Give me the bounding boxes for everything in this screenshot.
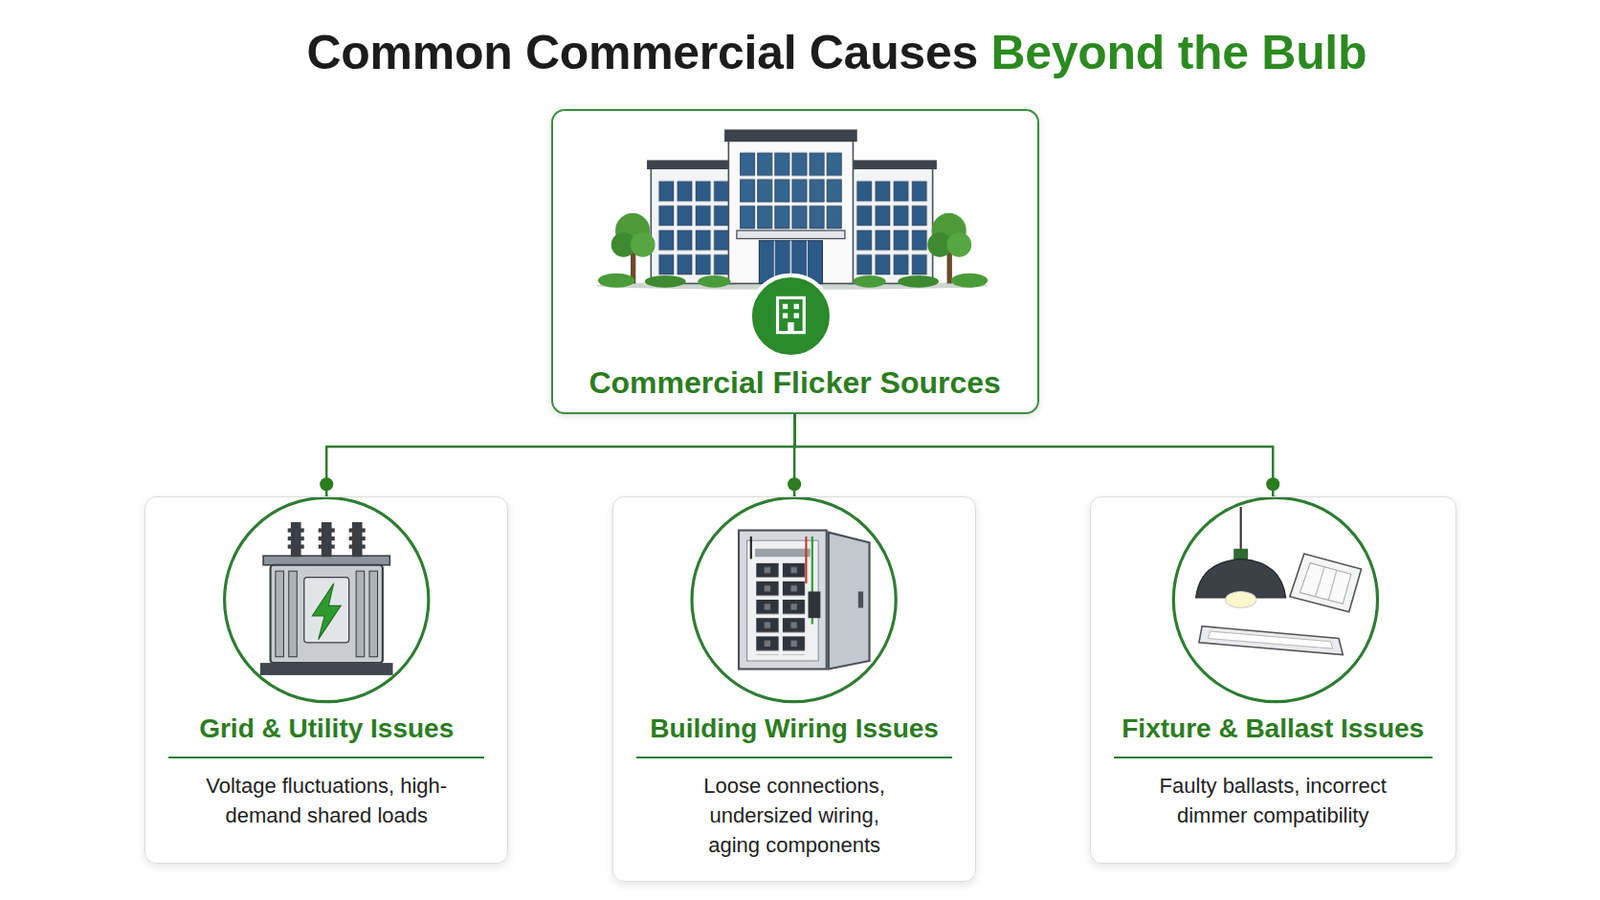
light-fixtures-icon-part <box>1208 631 1334 649</box>
transformer-icon-part <box>288 571 298 658</box>
electrical-panel-icon-part <box>858 591 864 608</box>
transformer-icon-part <box>270 565 383 664</box>
transformer-icon-part <box>304 577 350 644</box>
building-illustration-part <box>736 230 845 240</box>
building-illustration-part <box>697 275 731 289</box>
connector-line <box>326 414 795 497</box>
transformer-icon-part <box>224 497 429 702</box>
light-fixtures-icon-part <box>1289 554 1362 613</box>
electrical-panel-icon <box>691 497 896 702</box>
transformer-icon-part <box>318 522 335 557</box>
electrical-panel-icon-part <box>750 536 753 559</box>
illustration-part <box>224 129 1378 702</box>
transformer-icon-part <box>369 571 378 658</box>
transformer-icon-part-part <box>288 544 305 549</box>
building-illustration-part <box>644 275 687 289</box>
transformer-icon-part-part <box>349 528 366 533</box>
building-illustration-part <box>897 275 939 289</box>
building-badge-part <box>794 304 800 310</box>
root-label: Commercial Flicker Sources <box>582 364 1006 401</box>
transformer-icon-part-part <box>288 536 305 541</box>
transformer-icon-part <box>275 571 285 658</box>
connector-dot <box>1266 477 1280 491</box>
building-illustration-part <box>657 179 732 278</box>
light-fixtures-icon-part <box>1314 567 1325 598</box>
light-fixtures-icon-part <box>1328 570 1337 600</box>
light-fixtures-icon-part <box>1199 626 1343 656</box>
electrical-panel-icon-part <box>755 563 805 656</box>
card-heading: Fixture & Ballast Issues <box>1113 711 1433 759</box>
light-fixtures-icon-part <box>1240 507 1243 552</box>
transformer-icon-part-part <box>349 536 366 541</box>
building-illustration-part <box>951 273 988 289</box>
card-description: Loose connections, undersized wiring, ag… <box>679 771 910 861</box>
light-fixtures-icon-part <box>1300 563 1352 605</box>
card-description: Faulty ballasts, incorrect dimmer compat… <box>1114 771 1431 831</box>
transformer-icon-part-part <box>349 544 366 549</box>
connector-dot <box>787 477 801 491</box>
building-badge-part <box>794 312 800 318</box>
transformer-icon-part <box>349 522 366 557</box>
electrical-panel-icon-part <box>808 591 822 619</box>
building-badge <box>750 275 832 357</box>
transformer-icon-part <box>355 571 365 658</box>
building-illustration-part <box>650 168 734 284</box>
electrical-panel-icon-part <box>738 530 827 669</box>
electrical-panel-icon-part <box>804 536 807 584</box>
building-illustration-part <box>724 129 858 142</box>
transformer-icon-part <box>288 522 305 557</box>
building-badge-part <box>750 275 832 357</box>
building-badge-part <box>787 322 794 334</box>
transformer-icon <box>224 497 429 702</box>
light-fixtures-icon-part <box>1173 497 1378 702</box>
category-card: Fixture & Ballast IssuesFaulty ballasts,… <box>1089 496 1457 865</box>
transformer-icon-part <box>260 663 394 676</box>
building-badge-part <box>782 312 788 318</box>
electrical-panel-icon-part <box>755 549 811 558</box>
transformer-icon-part <box>263 555 390 566</box>
building-illustration-part <box>846 159 937 170</box>
building-illustration-part <box>728 140 853 284</box>
card-description: Voltage fluctuations, high-demand shared… <box>182 771 470 831</box>
building-illustration-part <box>646 159 737 170</box>
building-illustration-part <box>855 179 930 278</box>
card-heading: Grid & Utility Issues <box>168 711 485 759</box>
transformer-icon-part <box>311 583 341 641</box>
electrical-panel-icon-part <box>747 540 820 662</box>
building-illustration-part <box>738 151 844 231</box>
connector-dot <box>319 477 334 491</box>
building-illustration-part <box>848 168 933 284</box>
category-card: Grid & Utility IssuesVoltage fluctuation… <box>144 496 509 865</box>
transformer-icon-part-part <box>318 528 335 533</box>
building-badge-part <box>777 297 805 333</box>
root-box: Commercial Flicker Sources <box>551 109 1040 415</box>
transformer-icon-part-part <box>288 528 305 533</box>
light-fixtures-icon-part <box>1225 591 1257 608</box>
building-illustration-part <box>947 232 973 258</box>
building-badge-part <box>782 304 788 310</box>
transformer-icon-part-part <box>318 536 335 541</box>
building-illustration-part <box>630 232 656 258</box>
connector-line <box>795 414 1274 497</box>
light-fixtures-icon <box>1173 497 1378 702</box>
building-illustration-part <box>598 273 635 289</box>
category-card: Building Wiring IssuesLoose connections,… <box>612 496 978 883</box>
electrical-panel-icon-part <box>828 533 870 670</box>
diagram-title: Common Commercial Causes Beyond the Bulb <box>307 23 1368 82</box>
electrical-panel-icon-part <box>691 497 896 702</box>
transformer-icon-part-part <box>318 544 335 549</box>
building-illustration <box>596 129 988 289</box>
light-fixtures-icon-part <box>1233 549 1248 561</box>
building-illustration-part <box>852 275 886 289</box>
card-heading: Building Wiring Issues <box>636 711 954 759</box>
